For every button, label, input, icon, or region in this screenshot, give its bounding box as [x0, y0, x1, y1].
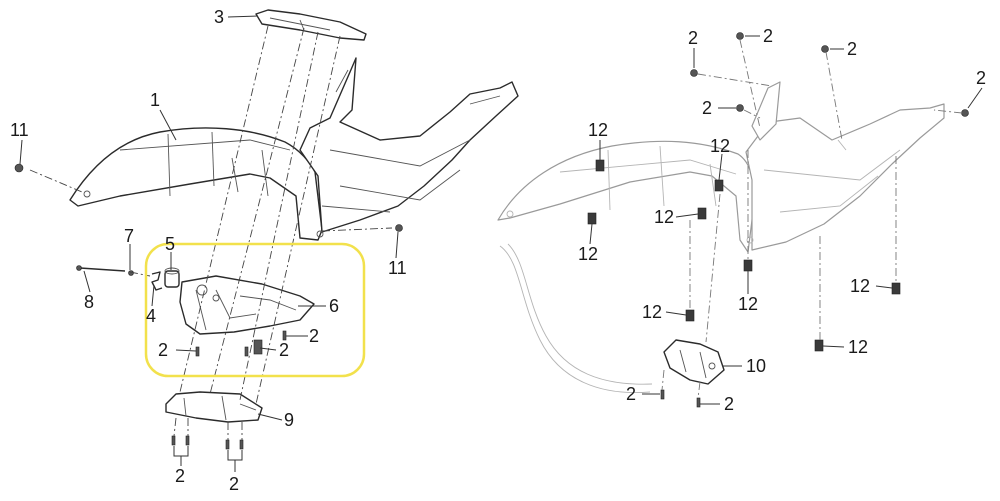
callout-1: 1	[150, 90, 160, 110]
callout-2-r5: 2	[702, 98, 712, 118]
part-8-long-bolt	[76, 265, 126, 272]
callout-2-housing-right: 2	[309, 326, 319, 346]
callout-7: 7	[124, 226, 134, 246]
left-screws	[14, 163, 403, 450]
callout-2-r1: 2	[688, 28, 698, 48]
callout-3: 3	[214, 7, 224, 27]
callout-9: 9	[284, 410, 294, 430]
callout-11-left: 11	[10, 120, 29, 140]
part-10-latch	[663, 339, 725, 385]
callout-5: 5	[165, 234, 175, 254]
callout-12-d: 12	[578, 244, 598, 264]
right-assembly	[497, 32, 969, 408]
callout-12-a: 12	[588, 120, 608, 140]
part-5-grommet	[164, 267, 180, 288]
callout-2-bottom-right: 2	[229, 474, 239, 494]
right-clips	[587, 159, 901, 352]
callout-2-housing-left: 2	[158, 340, 168, 360]
callout-2-bottom-left: 2	[175, 466, 185, 486]
callouts: 3 1 11 11 7 5 8 4 6 2 2 2 9 2 2 2 2 2 2 …	[10, 7, 986, 494]
callout-2-r4: 2	[976, 68, 986, 88]
right-alignment-lines	[661, 39, 963, 399]
callout-12-c: 12	[654, 207, 674, 227]
callout-2-r7: 2	[724, 394, 734, 414]
callout-2-r6: 2	[626, 384, 636, 404]
callout-2-r3: 2	[847, 39, 857, 59]
part-3-top-cover	[255, 9, 367, 41]
right-screws	[660, 32, 969, 408]
callout-4: 4	[146, 306, 156, 326]
part-1-front-panel	[69, 57, 519, 241]
callout-2-housing-mid: 2	[279, 340, 289, 360]
callout-12-b: 12	[710, 136, 730, 156]
callout-12-h: 12	[848, 337, 868, 357]
leader-lines	[19, 15, 983, 472]
part-9-bottom-cover	[165, 391, 263, 423]
left-assembly	[14, 9, 519, 450]
right-front-panel	[497, 103, 945, 394]
callout-12-g: 12	[850, 276, 870, 296]
callout-11-right: 11	[388, 258, 407, 278]
part-4-spring-clip	[151, 271, 163, 291]
callout-2-r2: 2	[763, 26, 773, 46]
callout-12-f: 12	[642, 302, 662, 322]
part-6-lower-housing	[179, 275, 315, 335]
callout-12-e: 12	[738, 294, 758, 314]
callout-10: 10	[746, 356, 766, 376]
highlight-box	[144, 242, 366, 378]
callout-6: 6	[329, 296, 339, 316]
callout-8: 8	[84, 292, 94, 312]
